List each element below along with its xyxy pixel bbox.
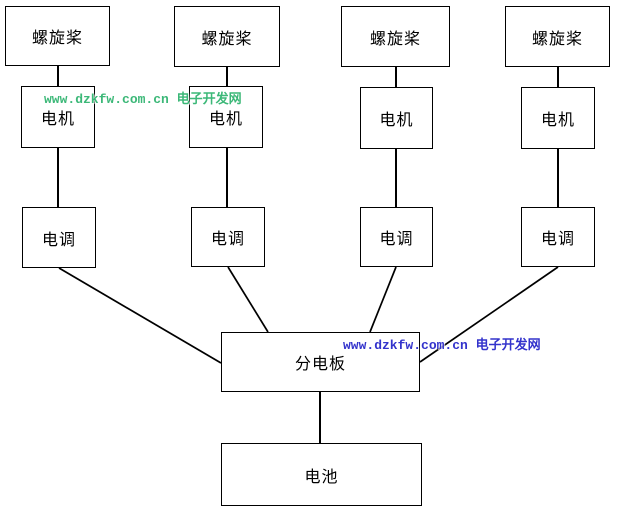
node-esc-4: 电调	[521, 207, 595, 267]
node-motor-2: 电机	[189, 86, 263, 148]
wire-esc3-board	[369, 266, 397, 333]
node-esc-3: 电调	[360, 207, 433, 267]
wire-esc4-board	[419, 266, 559, 363]
node-motor-3: 电机	[360, 87, 433, 149]
node-motor-4: 电机	[521, 87, 595, 149]
node-power-board: 分电板	[221, 332, 420, 392]
wire-esc2-board	[227, 266, 269, 333]
node-esc-1: 电调	[22, 207, 96, 268]
node-battery: 电池	[221, 443, 422, 506]
wire-esc1-board	[58, 267, 222, 364]
node-propeller-3: 螺旋桨	[341, 6, 450, 67]
node-propeller-1: 螺旋桨	[5, 6, 110, 66]
node-motor-1: 电机	[21, 86, 95, 148]
node-esc-2: 电调	[191, 207, 265, 267]
node-propeller-4: 螺旋桨	[505, 6, 610, 67]
node-propeller-2: 螺旋桨	[174, 6, 280, 67]
